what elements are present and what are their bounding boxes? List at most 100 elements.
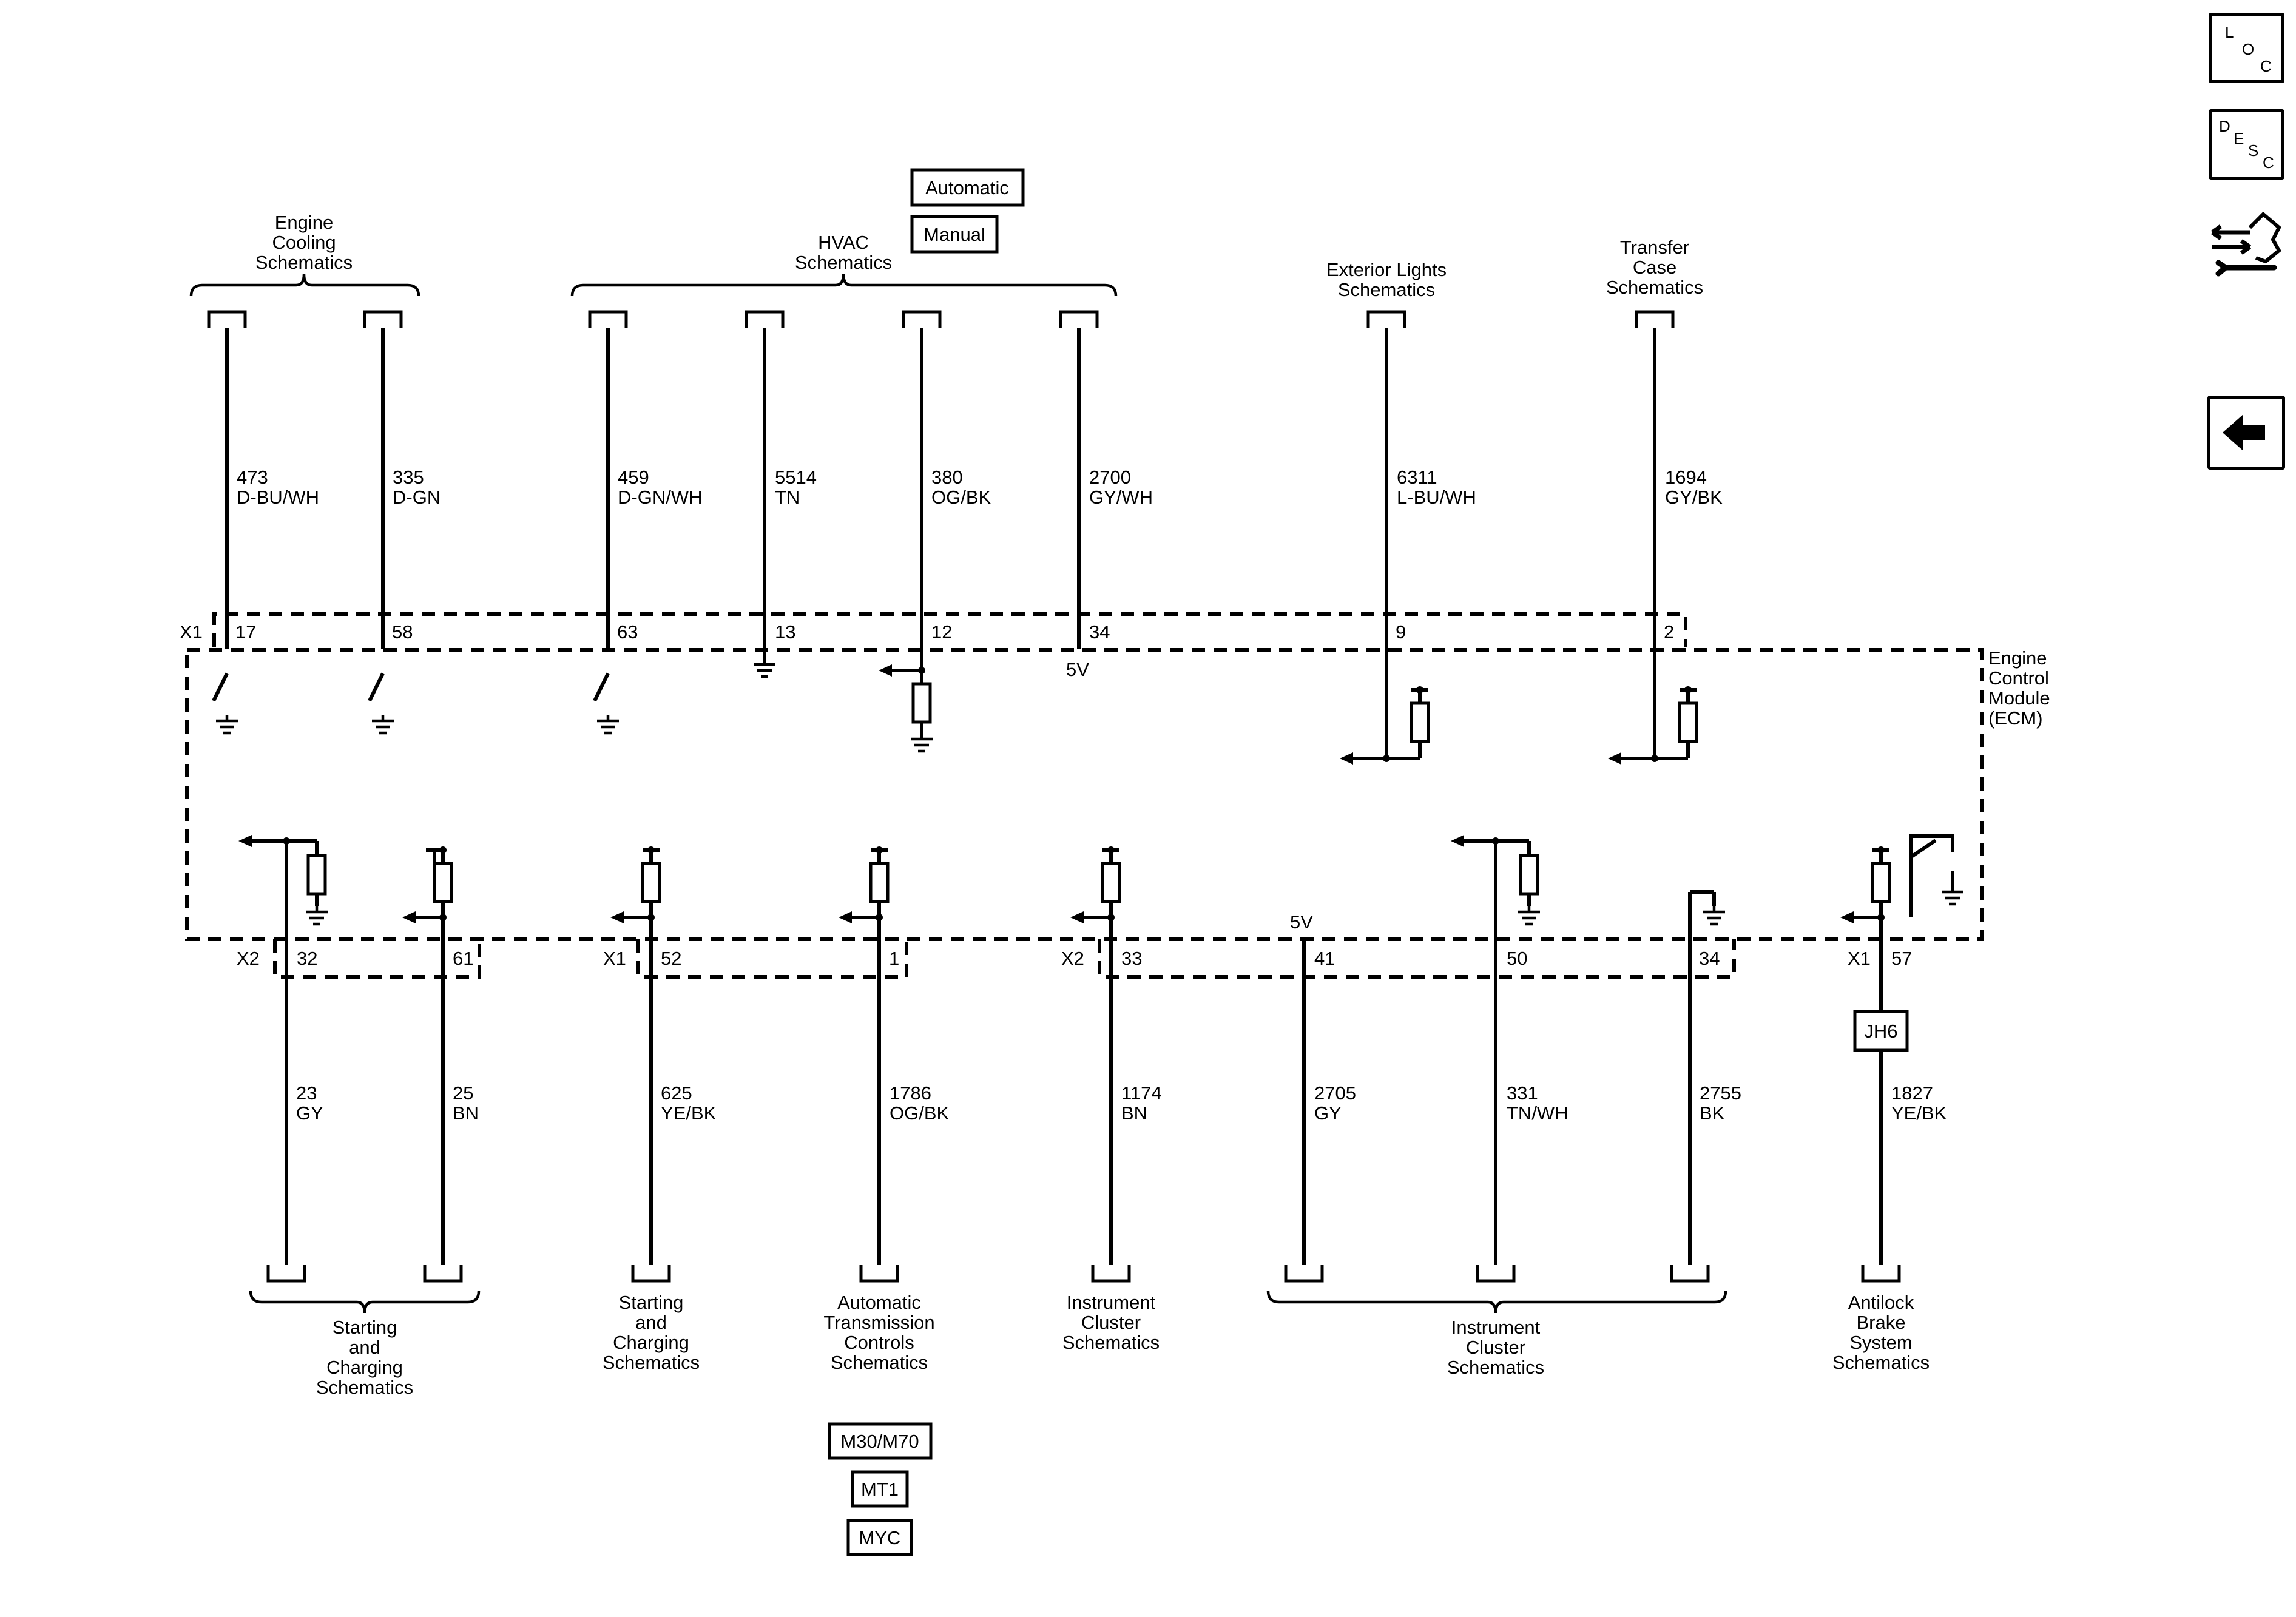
svg-text:63: 63	[617, 621, 638, 643]
svg-text:32: 32	[297, 948, 317, 969]
svg-text:473: 473	[237, 467, 268, 488]
brace-instrument-cluster	[1266, 1291, 1727, 1314]
svg-text:459: 459	[618, 467, 649, 488]
svg-text:1827: 1827	[1891, 1082, 1933, 1104]
svg-text:50: 50	[1507, 948, 1527, 969]
svg-text:2705: 2705	[1314, 1082, 1356, 1104]
svg-text:25: 25	[453, 1082, 473, 1104]
label-auto-trans: Automatic Transmission Controls Schemati…	[823, 1292, 934, 1373]
svg-text:17: 17	[235, 621, 256, 643]
svg-text:Schematics: Schematics	[831, 1352, 928, 1373]
svg-text:X2: X2	[237, 948, 260, 969]
svg-text:1694: 1694	[1665, 467, 1707, 488]
svg-text:Instrument: Instrument	[1451, 1317, 1541, 1338]
svg-text:Control: Control	[1988, 667, 2049, 689]
ecm-boundary	[185, 648, 1984, 941]
svg-text:Schematics: Schematics	[1062, 1332, 1160, 1353]
bottom-wires	[285, 917, 1883, 1265]
label-transfer-case: Transfer Case Schematics	[1606, 237, 1703, 298]
svg-text:JH6: JH6	[1864, 1021, 1897, 1042]
svg-text:Starting: Starting	[333, 1317, 397, 1338]
svg-text:Cluster: Cluster	[1081, 1312, 1141, 1333]
svg-text:D-GN: D-GN	[393, 487, 441, 508]
svg-text:MT1: MT1	[861, 1479, 899, 1500]
svg-text:L-BU/WH: L-BU/WH	[1397, 487, 1476, 508]
svg-text:Antilock: Antilock	[1848, 1292, 1914, 1313]
svg-text:YE/BK: YE/BK	[1891, 1102, 1947, 1124]
svg-text:MYC: MYC	[859, 1527, 901, 1548]
svg-text:Instrument: Instrument	[1067, 1292, 1156, 1313]
ecm-label: Engine Control Module (ECM)	[1988, 647, 2050, 729]
svg-text:Module: Module	[1988, 687, 2050, 709]
svg-text:D-BU/WH: D-BU/WH	[237, 487, 319, 508]
svg-text:Exterior Lights: Exterior Lights	[1326, 259, 1447, 280]
svg-text:Transmission: Transmission	[823, 1312, 934, 1333]
brace-engine-cooling	[189, 274, 420, 297]
connector-x1-top: X1 17 58 63 13 12 34 9 2	[180, 612, 1687, 647]
svg-text:X2: X2	[1061, 948, 1084, 969]
svg-text:X1: X1	[603, 948, 626, 969]
svg-text:YE/BK: YE/BK	[661, 1102, 717, 1124]
svg-text:TN: TN	[775, 487, 800, 508]
svg-text:Schematics: Schematics	[1832, 1352, 1930, 1373]
svg-text:Automatic: Automatic	[925, 177, 1009, 198]
splice-jh6: JH6	[1853, 1010, 1909, 1052]
svg-text:Schematics: Schematics	[1338, 279, 1435, 300]
connector-repair-icon[interactable]	[2207, 203, 2286, 282]
loc-letter-c: C	[2260, 57, 2272, 75]
back-button[interactable]	[2207, 396, 2285, 470]
svg-text:Transfer: Transfer	[1620, 237, 1689, 258]
svg-text:Manual: Manual	[923, 224, 985, 245]
ecm-internal-top: 5V	[212, 658, 1698, 765]
label-engine-cooling: Engine Cooling Schematics	[255, 212, 353, 273]
svg-text:and: and	[635, 1312, 667, 1333]
brace-hvac	[570, 274, 1118, 297]
svg-text:Schematics: Schematics	[316, 1377, 413, 1398]
svg-text:1: 1	[889, 948, 899, 969]
svg-text:Cluster: Cluster	[1466, 1337, 1525, 1358]
ecm-internal-bottom: 5V	[238, 834, 1963, 939]
svg-text:Automatic: Automatic	[837, 1292, 921, 1313]
svg-text:GY/WH: GY/WH	[1089, 487, 1153, 508]
svg-text:Schematics: Schematics	[1606, 277, 1703, 298]
svg-text:Engine: Engine	[1988, 647, 2047, 669]
desc-letter-e: E	[2234, 129, 2244, 147]
loc-letter-l: L	[2225, 23, 2234, 41]
loc-button[interactable]: L O C	[2209, 13, 2284, 83]
svg-text:Charging: Charging	[326, 1357, 403, 1378]
top-wires	[225, 328, 1656, 758]
bottom-connector-hooks	[268, 1265, 1899, 1281]
svg-text:(ECM): (ECM)	[1988, 707, 2043, 729]
desc-letter-c: C	[2263, 154, 2274, 172]
svg-text:Schematics: Schematics	[603, 1352, 700, 1373]
svg-text:X1: X1	[180, 621, 203, 643]
back-arrow-icon	[2223, 414, 2265, 451]
svg-text:2755: 2755	[1700, 1082, 1741, 1104]
svg-text:625: 625	[661, 1082, 692, 1104]
svg-text:X1: X1	[1848, 948, 1871, 969]
label-starting-charging-1: Starting and Charging Schematics	[316, 1317, 413, 1398]
bottom-wire-labels: 23 GY 25 BN 625 YE/BK 1786 OG/BK 1174 BN…	[296, 1082, 1947, 1124]
option-myc: MYC	[846, 1519, 913, 1556]
svg-text:OG/BK: OG/BK	[890, 1102, 950, 1124]
svg-text:Schematics: Schematics	[795, 252, 892, 273]
svg-text:Charging: Charging	[613, 1332, 689, 1353]
svg-text:6311: 6311	[1397, 467, 1437, 488]
svg-text:BK: BK	[1700, 1102, 1725, 1124]
svg-text:52: 52	[661, 948, 681, 969]
connector-x2-right: X2 33 41 50 34	[1061, 939, 1736, 979]
option-automatic: Automatic	[910, 168, 1025, 207]
svg-text:System: System	[1849, 1332, 1912, 1353]
svg-text:BN: BN	[1121, 1102, 1147, 1124]
top-wire-labels: 473 D-BU/WH 335 D-GN 459 D-GN/WH 5514 TN…	[237, 467, 1723, 508]
svg-text:57: 57	[1891, 948, 1912, 969]
option-m30-m70: M30/M70	[828, 1422, 933, 1460]
brace-starting-charging	[249, 1291, 481, 1314]
desc-button[interactable]: D E S C	[2209, 109, 2284, 180]
connector-x1-57: X1 57	[1848, 948, 1912, 969]
connector-x1-bottom: X1 52 1	[603, 939, 908, 979]
svg-text:34: 34	[1699, 948, 1720, 969]
svg-text:5V: 5V	[1066, 659, 1089, 680]
svg-text:Brake: Brake	[1857, 1312, 1906, 1333]
svg-text:12: 12	[931, 621, 952, 643]
